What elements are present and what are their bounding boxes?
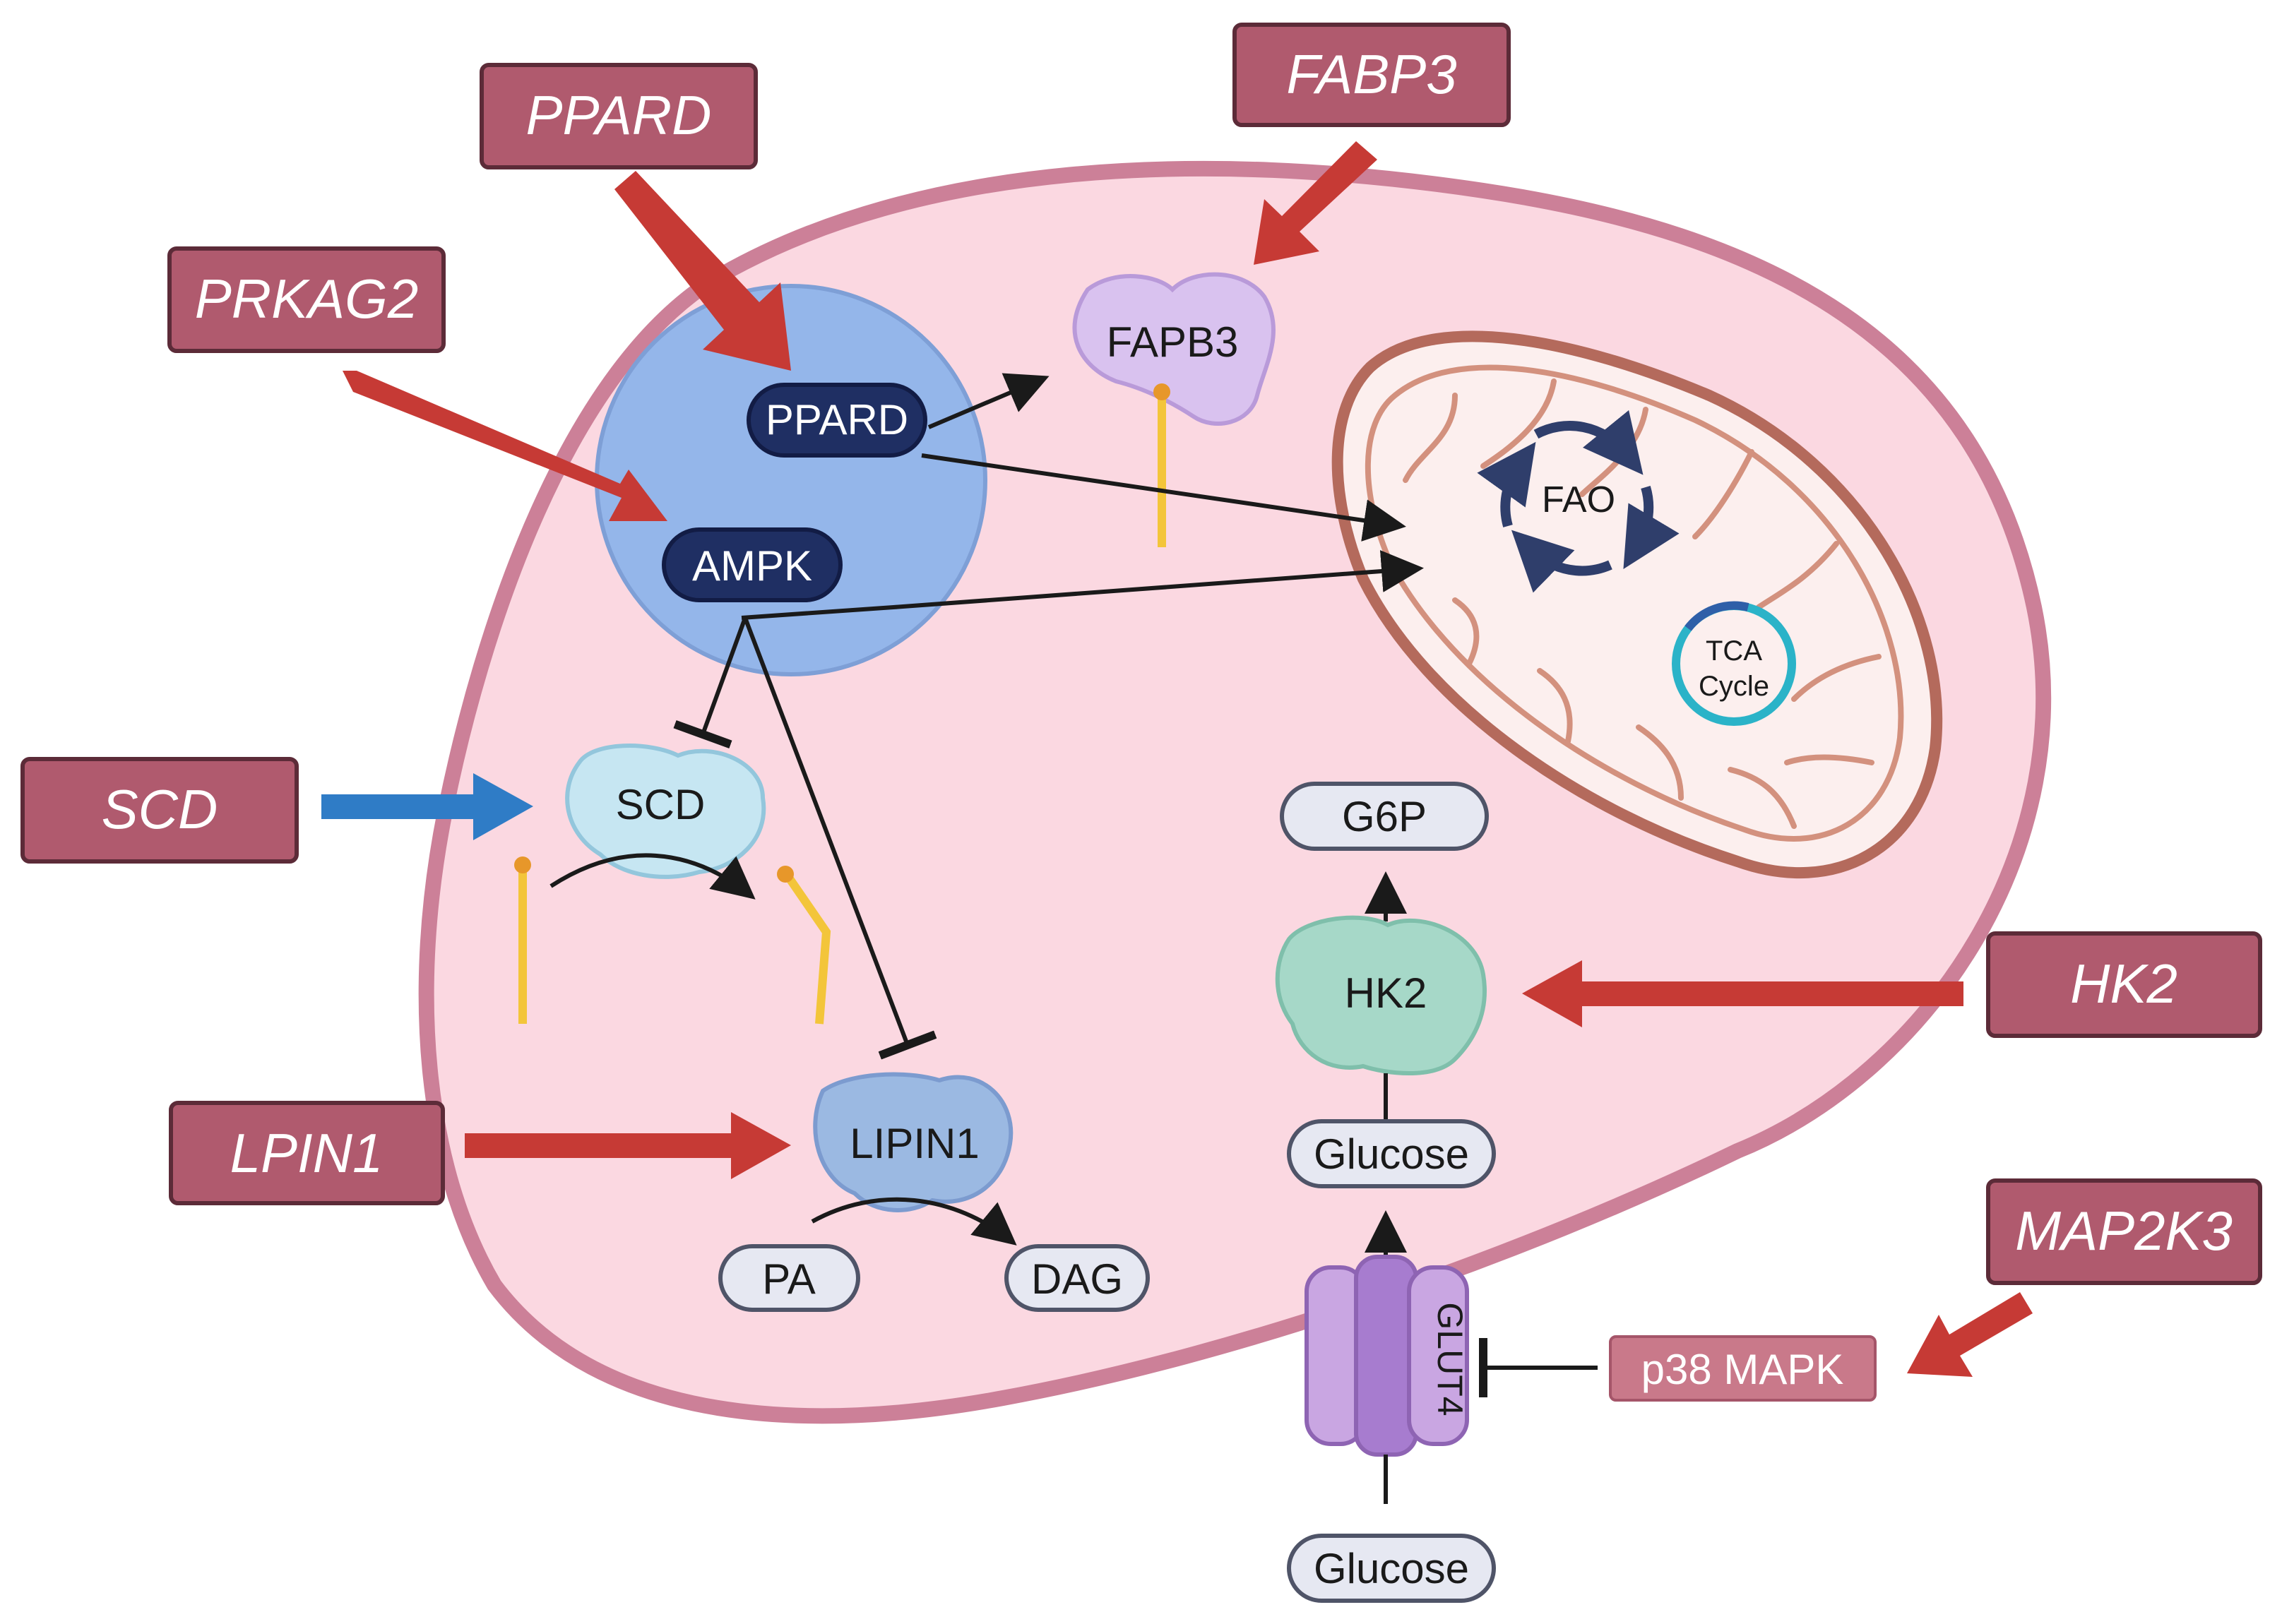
fabp3-protein-label: FAPB3	[1107, 318, 1239, 366]
scd-gene-label: SCD	[102, 778, 218, 840]
tca-label-line1: TCA	[1706, 635, 1762, 667]
scd-protein-label: SCD	[616, 781, 706, 828]
ampk-inhibits-scd	[673, 616, 747, 748]
lpin1-upregulation-arrow	[465, 1112, 791, 1179]
glucose-extracellular: Glucose	[1287, 1534, 1496, 1603]
lpin1-gene-label: LPIN1	[230, 1122, 384, 1184]
hk2-protein-label: HK2	[1345, 969, 1427, 1017]
lpin1-gene-box: LPIN1	[169, 1101, 445, 1205]
pa-metabolite: PA	[718, 1244, 860, 1312]
glucose-intracellular: Glucose	[1287, 1119, 1496, 1188]
hk2-gene-label: HK2	[2070, 953, 2177, 1015]
lipin1-protein-label: LIPIN1	[850, 1120, 979, 1167]
g6p-metabolite: G6P	[1280, 782, 1489, 851]
ppard-to-fabp3-arrow	[927, 373, 1050, 429]
ppard-node: PPARD	[747, 383, 927, 458]
hk2-protein: HK2	[1275, 915, 1487, 1075]
fao-label: FAO	[1542, 479, 1615, 520]
prkag2-upregulation-arrow	[343, 371, 667, 521]
prkag2-gene-box: PRKAG2	[167, 246, 446, 353]
hk2-gene-box: HK2	[1986, 931, 2262, 1038]
ppard-upregulation-arrow	[614, 171, 791, 371]
ampk-inhibits-lipin1	[743, 616, 937, 1060]
glut4-label: GLUT4	[1430, 1302, 1470, 1416]
scd-downregulation-arrow	[321, 773, 533, 840]
lipin1-protein: LIPIN1	[813, 1072, 1014, 1212]
fatty-acid-icon	[1153, 383, 1170, 547]
prkag2-gene-label: PRKAG2	[195, 268, 418, 330]
lipin1-reaction-arrow	[811, 1197, 1017, 1246]
map2k3-gene-box: MAP2K3	[1986, 1178, 2262, 1285]
scd-reaction-arrow	[549, 853, 756, 900]
mitochondrion: FAO TCA Cycle	[1331, 330, 1943, 878]
ampk-node: AMPK	[662, 527, 843, 602]
ppard-gene-box: PPARD	[480, 63, 758, 169]
scd-protein: SCD	[565, 744, 766, 879]
dag-label: DAG	[1031, 1255, 1123, 1303]
glucose-out-label: Glucose	[1314, 1545, 1469, 1592]
ampk-node-label: AMPK	[692, 542, 812, 590]
dag-metabolite: DAG	[1004, 1244, 1150, 1312]
fabp3-gene-box: FABP3	[1232, 23, 1511, 127]
hk2-upregulation-arrow	[1522, 960, 1963, 1027]
p38-mapk-node: p38 MAPK	[1609, 1335, 1877, 1402]
fabp3-upregulation-arrow	[1254, 141, 1377, 265]
ppard-to-mito-arrow	[921, 453, 1406, 542]
fao-cycle-icon	[1477, 410, 1680, 593]
glut4-transporter: GLUT4	[1305, 1255, 1470, 1457]
scd-gene-box: SCD	[20, 757, 299, 864]
map2k3-gene-label: MAP2K3	[2015, 1200, 2233, 1262]
g6p-label: G6P	[1342, 793, 1427, 840]
tca-label-line2: Cycle	[1699, 671, 1769, 702]
ppard-gene-label: PPARD	[526, 84, 712, 146]
pa-label: PA	[762, 1255, 816, 1303]
glucose-in-label: Glucose	[1314, 1130, 1469, 1178]
map2k3-upregulation-arrow	[1907, 1292, 2033, 1377]
ppard-node-label: PPARD	[766, 396, 908, 443]
fabp3-protein: FAPB3	[1072, 272, 1276, 426]
saturated-fatty-acid-icon	[514, 856, 531, 1024]
p38-mapk-label: p38 MAPK	[1641, 1346, 1844, 1393]
monounsaturated-fatty-acid-icon	[777, 866, 831, 1025]
ampk-to-mito-arrow	[741, 550, 1424, 620]
fabp3-gene-label: FABP3	[1286, 43, 1456, 105]
